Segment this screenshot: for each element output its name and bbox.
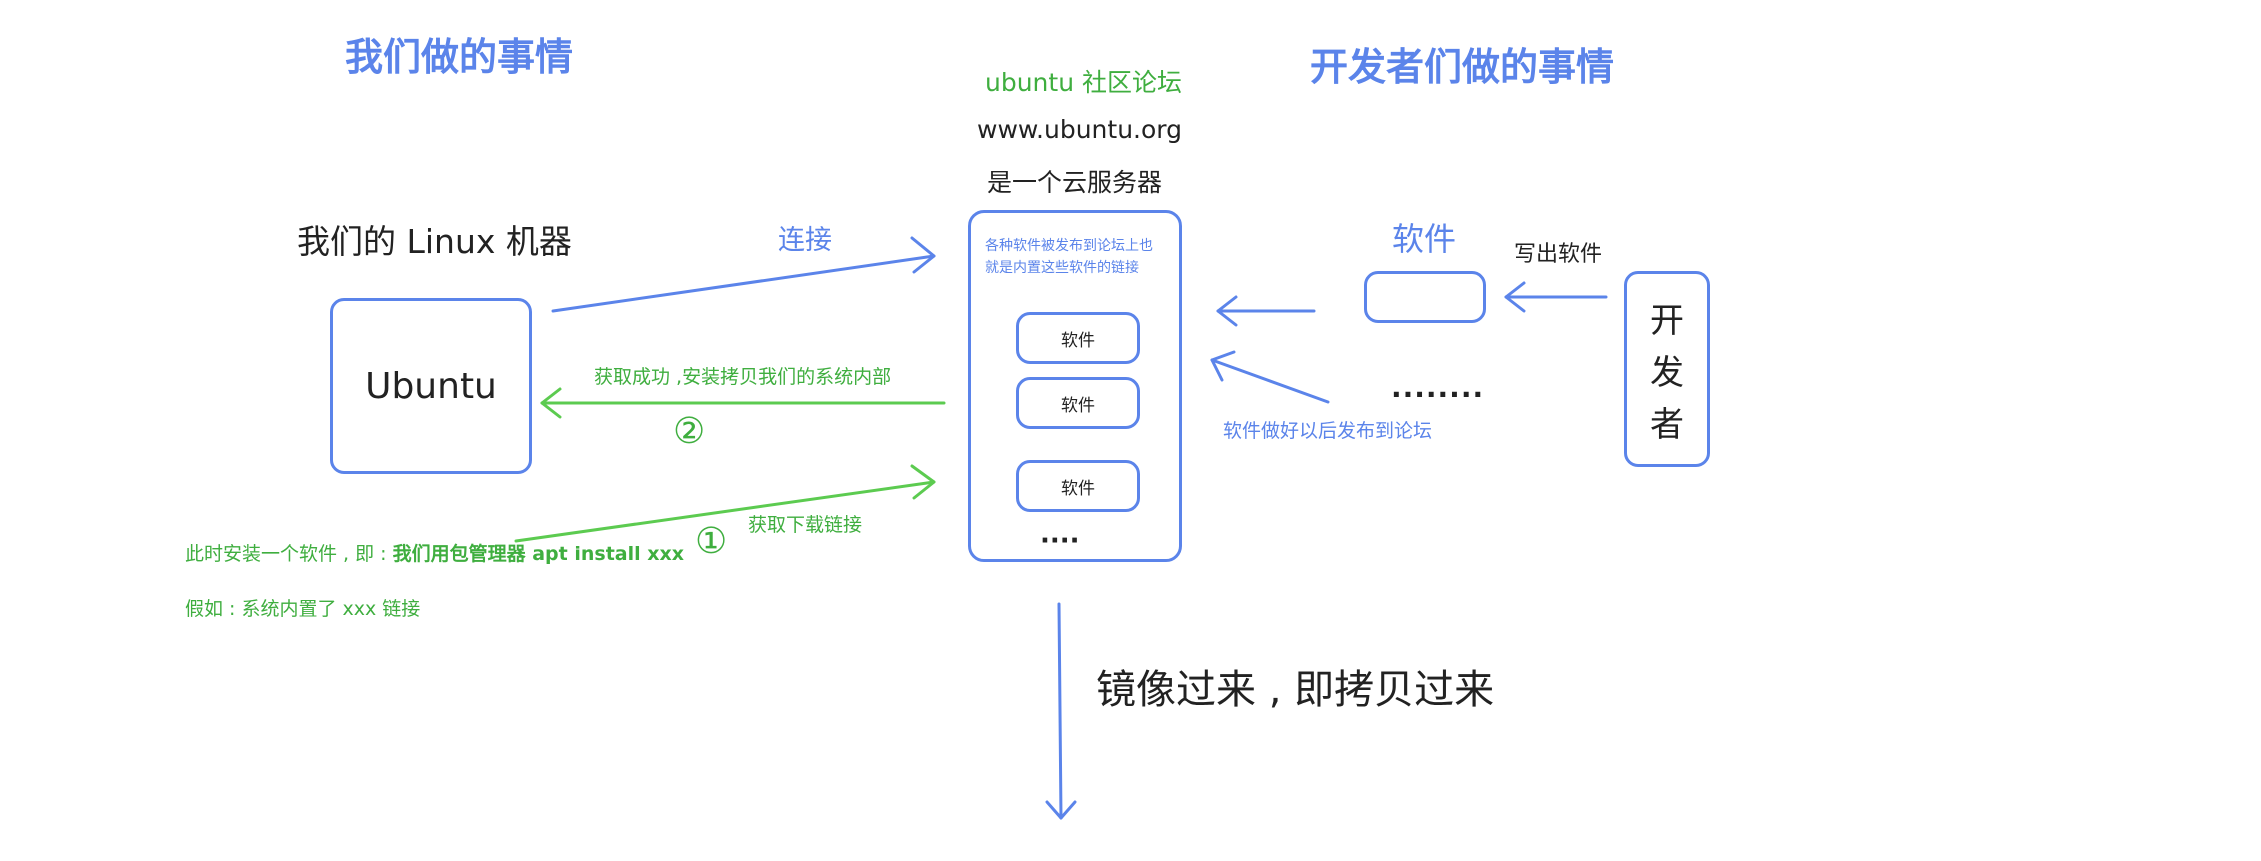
assume-note: 假如 : 系统内置了 xxx 链接: [185, 598, 421, 620]
mirror-label: 镜像过来 , 即拷贝过来: [1096, 667, 1495, 713]
server-software-item-3: 软件: [1016, 460, 1140, 512]
ubuntu-box: Ubuntu: [330, 298, 532, 474]
connect-arrow-line: [551, 254, 936, 313]
connect-arrow-head: [910, 236, 936, 274]
publish-arrow-head-top: [1216, 295, 1238, 327]
publish-arrow-line-bottom: [1210, 358, 1330, 404]
developer-box: 开 发 者: [1624, 271, 1710, 467]
developer-software-label: 软件: [1392, 220, 1457, 258]
developer-char-2: 发: [1650, 353, 1684, 393]
server-software-item-1: 软件: [1016, 312, 1140, 364]
success-arrow-head: [540, 387, 562, 419]
connect-label: 连接: [778, 225, 832, 256]
mirror-arrow-line: [1057, 602, 1063, 820]
install-note-prefix: 此时安装一个软件 , 即 :: [185, 543, 393, 565]
write-label: 写出软件: [1514, 242, 1603, 267]
write-arrow-head: [1504, 281, 1526, 313]
install-note: 此时安装一个软件 , 即 : 我们用包管理器 apt install xxx: [185, 545, 684, 564]
step1-marker: ①: [695, 521, 728, 562]
server-ellipsis: ····: [1040, 526, 1080, 556]
ubuntu-box-label: Ubuntu: [365, 365, 497, 407]
getlink-arrow-head: [910, 464, 936, 500]
machine-title: 我们的 Linux 机器: [297, 222, 572, 261]
developer-char-3: 者: [1650, 405, 1684, 445]
server-note-line1: 各种软件被发布到论坛上也: [985, 238, 1153, 254]
left-title: 我们做的事情: [345, 35, 574, 79]
success-label: 获取成功 ,安装拷贝我们的系统内部: [594, 366, 892, 388]
developer-software-box: [1364, 271, 1486, 323]
developer-char-1: 开: [1650, 301, 1684, 341]
publish-label: 软件做好以后发布到论坛: [1223, 420, 1433, 442]
mirror-arrow-head: [1045, 800, 1077, 820]
server-desc: 是一个云服务器: [987, 168, 1163, 197]
server-note-line2: 就是内置这些软件的链接: [985, 260, 1139, 276]
developer-dots: ········: [1391, 378, 1485, 411]
right-title: 开发者们做的事情: [1310, 45, 1615, 89]
getlink-arrow-line: [514, 480, 936, 543]
server-name: ubuntu 社区论坛: [985, 68, 1182, 97]
server-software-item-2: 软件: [1016, 377, 1140, 429]
get-link-label: 获取下载链接: [748, 514, 863, 536]
publish-arrow-head-bottom: [1210, 350, 1236, 382]
server-url: www.ubuntu.org: [977, 115, 1182, 144]
install-note-bold: 我们用包管理器 apt install xxx: [392, 543, 685, 565]
step2-marker: ②: [673, 411, 706, 452]
